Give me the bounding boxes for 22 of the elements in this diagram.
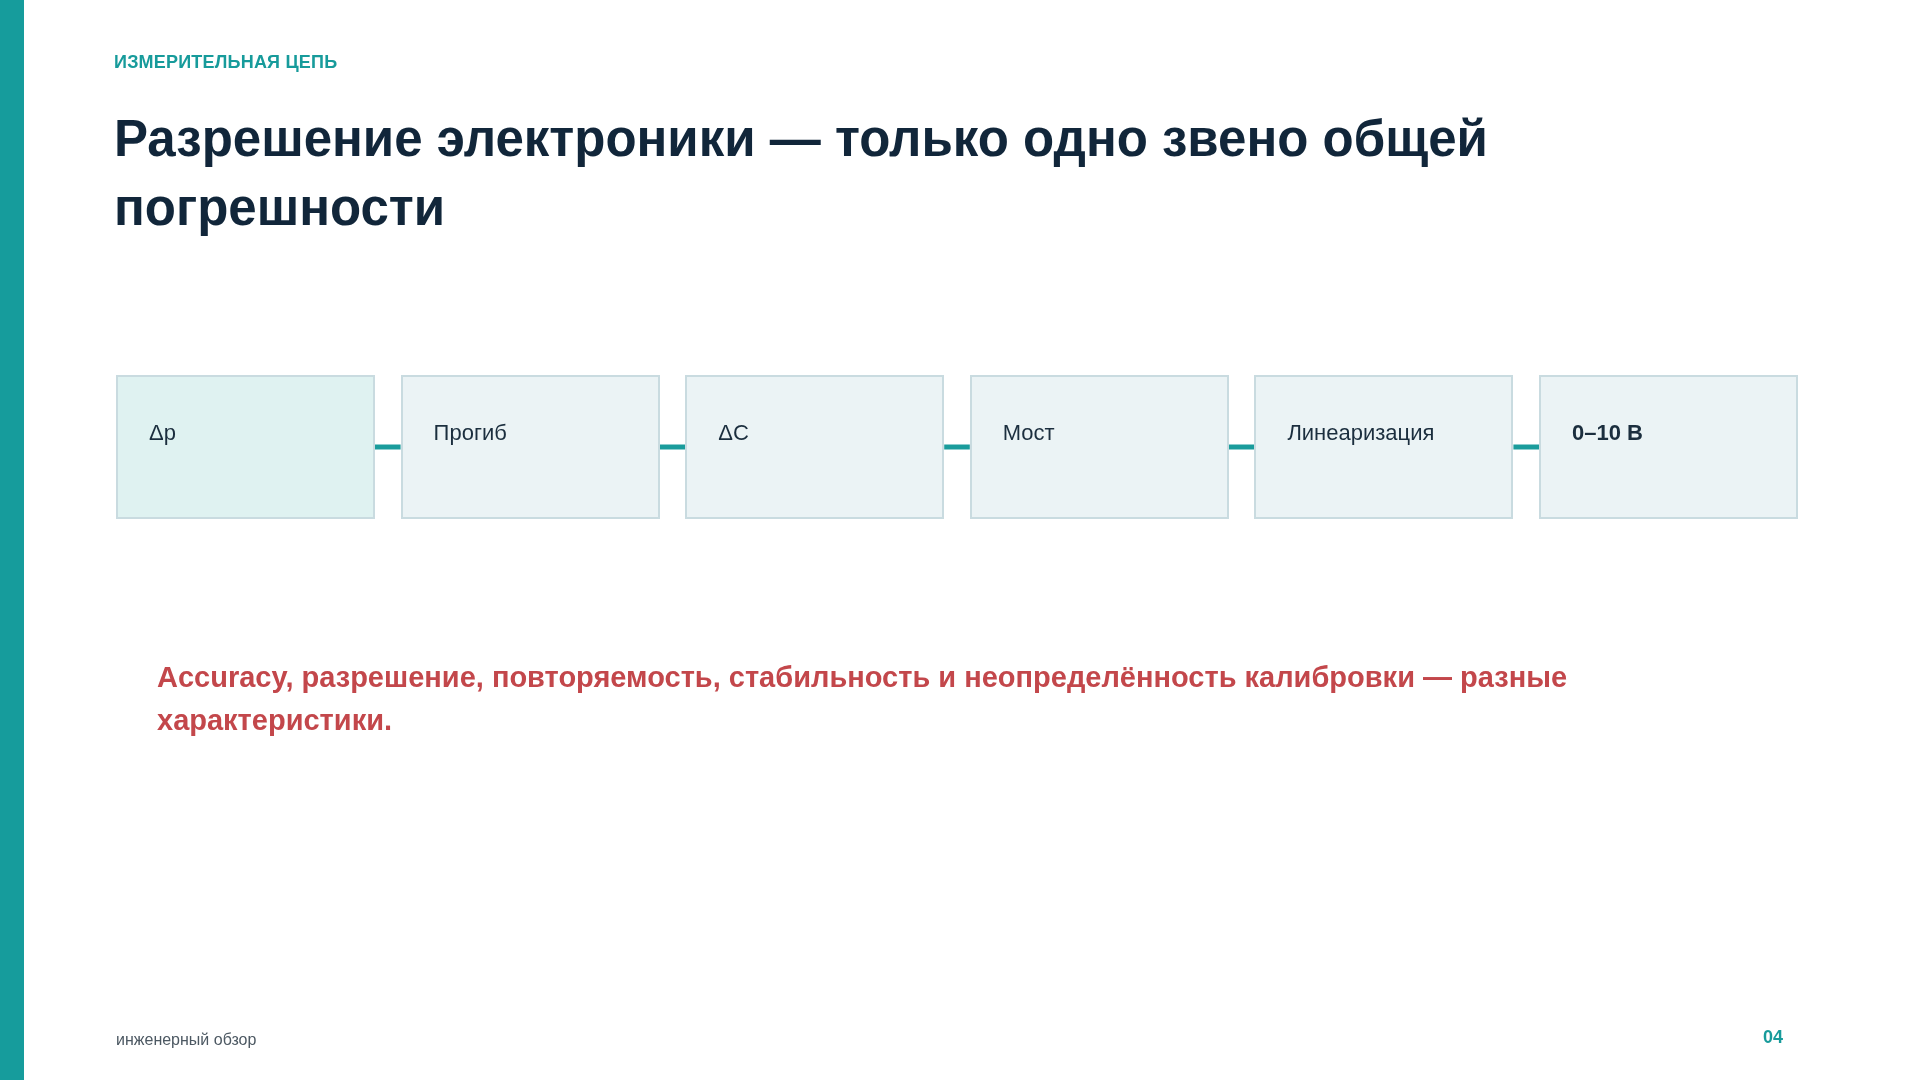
box-label: Мост: [1002, 419, 1055, 447]
page-number: 04: [1762, 1027, 1783, 1048]
box-label: Линеаризация: [1287, 419, 1435, 447]
connector-line: [1228, 444, 1255, 450]
box-label: Δp: [149, 419, 176, 447]
connector-line: [659, 444, 686, 450]
box-label: 0–10 В: [1572, 419, 1643, 447]
slide-title: Разрешение электроники — только одно звено общей погрешности: [114, 109, 1489, 238]
connector-line: [944, 444, 970, 450]
box-label: ΔC: [718, 419, 749, 447]
footer-text: инженерный обзор: [116, 1031, 257, 1049]
process-box: [1539, 375, 1798, 519]
connector-line: [1513, 444, 1539, 450]
process-box: [685, 375, 945, 519]
section-label: ИЗМЕРИТЕЛЬНАЯ ЦЕПЬ: [114, 52, 338, 73]
process-box: [1254, 375, 1514, 519]
connector-line: [375, 444, 401, 450]
process-box: [400, 375, 660, 519]
box-label: Прогиб: [433, 419, 507, 447]
process-box: [969, 375, 1229, 519]
process-box: [116, 375, 375, 519]
note-text: Accuracy, разрешение, повторяемость, стабильность и неопределённость калибровки — разные характеристики.: [157, 660, 1569, 738]
